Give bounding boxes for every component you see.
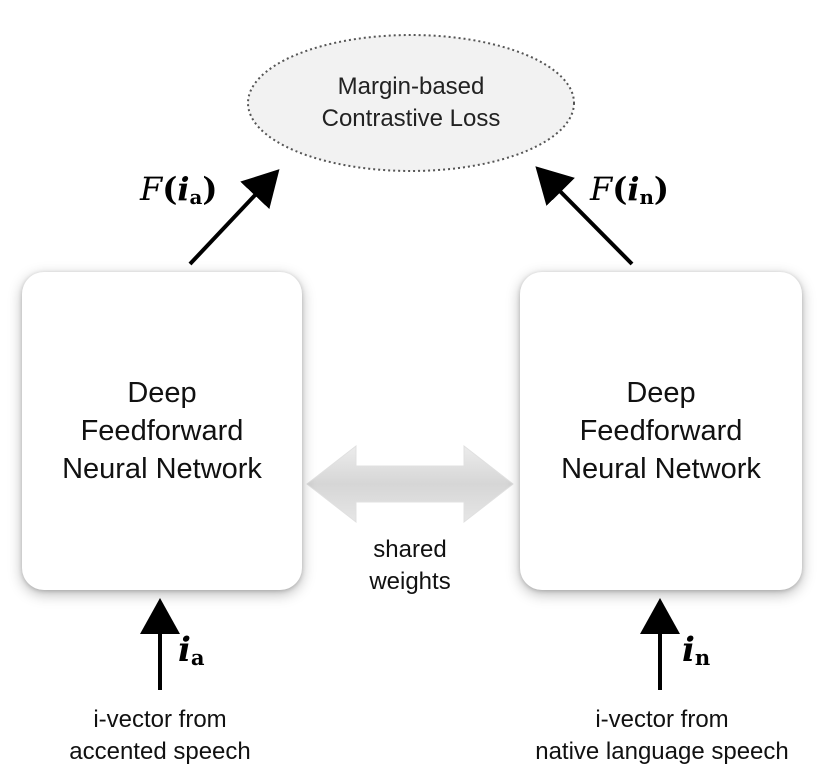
- right-input-symbol: in: [682, 630, 711, 671]
- right-caption-line2: native language speech: [535, 738, 789, 765]
- loss-label-line1: Margin-based: [337, 73, 485, 100]
- left-caption-line2: accented speech: [69, 738, 251, 765]
- shared-weights-line1: shared: [373, 536, 447, 563]
- right-caption-line1: i-vector from: [595, 706, 729, 733]
- right-network-line1: Deep: [626, 377, 696, 409]
- shared-weights-arrow: [306, 444, 514, 524]
- shared-weights-line2: weights: [369, 568, 451, 595]
- right-network-line2: Feedforward: [579, 415, 743, 447]
- feature-function-symbol: F: [140, 170, 163, 208]
- right-output-symbol: F(in): [590, 170, 670, 209]
- right-input-caption: i-vector from native language speech: [498, 704, 826, 768]
- right-network-line3: Neural Network: [561, 453, 761, 485]
- left-network-line2: Feedforward: [80, 415, 244, 447]
- loss-label: Margin-based Contrastive Loss: [250, 71, 572, 135]
- left-input-symbol: ia: [178, 630, 205, 671]
- left-input-caption: i-vector from accented speech: [30, 704, 290, 768]
- left-network-line3: Neural Network: [62, 453, 262, 485]
- loss-label-line2: Contrastive Loss: [321, 105, 501, 132]
- right-network-block: Deep Feedforward Neural Network: [520, 272, 802, 590]
- left-network-block: Deep Feedforward Neural Network: [22, 272, 302, 590]
- left-output-arrow: [188, 169, 280, 266]
- left-network-line1: Deep: [127, 377, 197, 409]
- left-caption-line1: i-vector from: [93, 706, 227, 733]
- loss-node: [247, 34, 575, 172]
- feature-function-symbol: F: [590, 170, 613, 208]
- left-output-symbol: F(ia): [140, 170, 218, 209]
- left-network-label: Deep Feedforward Neural Network: [22, 374, 302, 488]
- right-output-arrow: [535, 166, 634, 266]
- shared-weights-label: shared weights: [340, 534, 480, 598]
- right-network-label: Deep Feedforward Neural Network: [520, 374, 802, 488]
